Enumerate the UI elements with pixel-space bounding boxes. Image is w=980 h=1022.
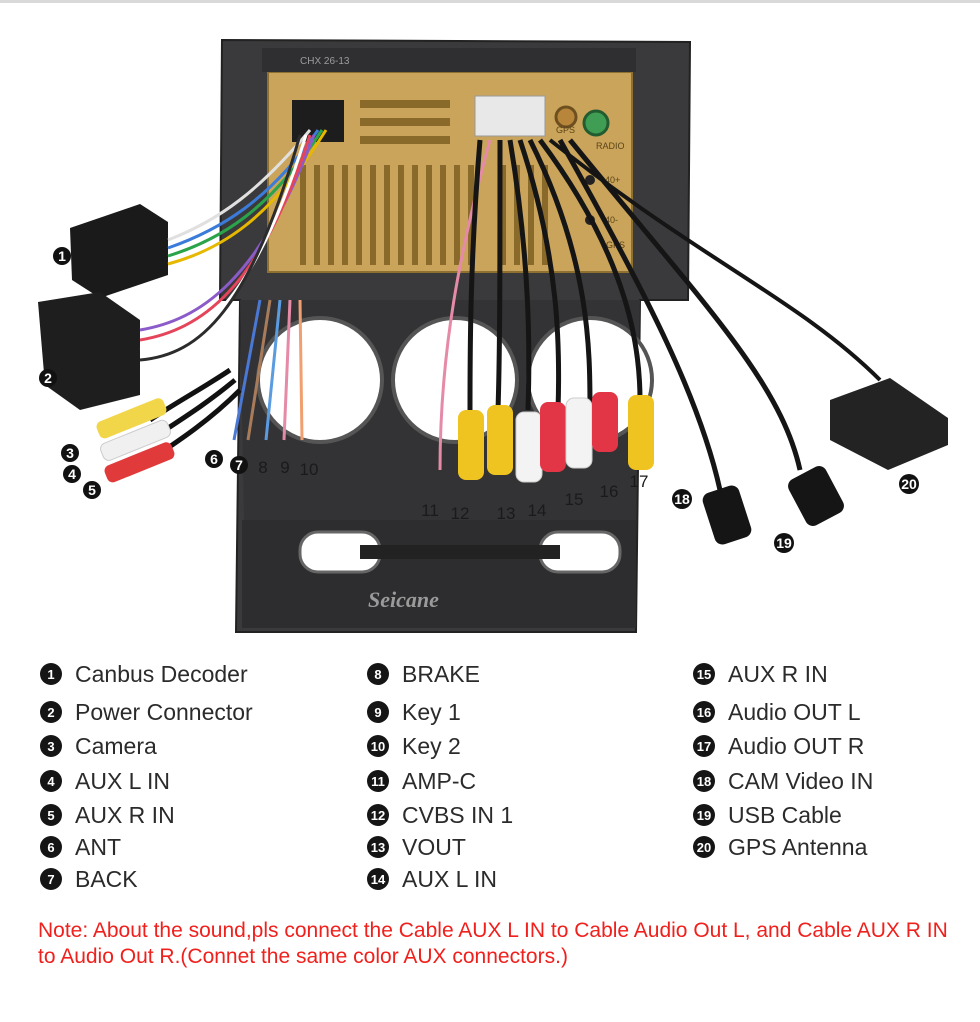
callout-3: 3 bbox=[61, 444, 79, 462]
svg-text:1: 1 bbox=[58, 248, 66, 264]
callout-15: 15 bbox=[565, 490, 584, 509]
canbus-decoder bbox=[70, 204, 168, 298]
rear-panel: CHX 26-13 GPS RADIO 40+ 40- GPS bbox=[262, 48, 636, 273]
gps-antenna bbox=[830, 378, 948, 470]
callout-12: 12 bbox=[451, 504, 470, 523]
rca-plug-row bbox=[458, 392, 654, 483]
rca-camera-plug bbox=[96, 398, 167, 439]
callout-5: 5 bbox=[83, 481, 101, 499]
callout-14: 14 bbox=[528, 501, 547, 520]
svg-text:5: 5 bbox=[88, 482, 96, 498]
callout-16: 16 bbox=[600, 482, 619, 501]
svg-text:7: 7 bbox=[235, 457, 243, 473]
product-photo: Seicane CHX 26-13 GPS RADIO 40+ 40- GPS bbox=[38, 38, 948, 633]
svg-text:18: 18 bbox=[674, 491, 690, 507]
callout-6: 6 bbox=[205, 450, 223, 468]
callout-4: 4 bbox=[63, 465, 81, 483]
callout-19: 19 bbox=[774, 533, 794, 553]
top-sticker: CHX 26-13 bbox=[300, 56, 350, 67]
sound-connection-note: Note: About the sound,pls connect the Ca… bbox=[38, 919, 948, 968]
rca-aux-r-plug bbox=[104, 442, 175, 483]
svg-text:40-: 40- bbox=[605, 215, 618, 225]
svg-text:20: 20 bbox=[901, 476, 917, 492]
svg-text:40+: 40+ bbox=[605, 175, 620, 185]
wire-harness bbox=[139, 129, 882, 491]
callout-13: 13 bbox=[497, 504, 516, 523]
usb-plugs bbox=[702, 466, 844, 545]
callout-11: 11 bbox=[421, 501, 439, 520]
svg-text:3: 3 bbox=[66, 445, 74, 461]
callout-17: 17 bbox=[630, 472, 649, 491]
callout-2: 2 bbox=[39, 369, 57, 387]
svg-text:GPS: GPS bbox=[556, 125, 575, 135]
svg-text:4: 4 bbox=[68, 466, 76, 482]
callout-10: 10 bbox=[300, 460, 319, 479]
svg-text:19: 19 bbox=[776, 535, 792, 551]
power-connector bbox=[38, 292, 140, 410]
callout-20: 20 bbox=[899, 474, 919, 494]
callout-7: 7 bbox=[230, 456, 248, 474]
svg-text:2: 2 bbox=[44, 370, 52, 386]
callout-1: 1 bbox=[53, 247, 71, 265]
rca-aux-l-plug bbox=[100, 419, 171, 461]
top-divider bbox=[0, 0, 980, 3]
svg-text:6: 6 bbox=[210, 451, 218, 467]
callout-9: 9 bbox=[280, 458, 289, 477]
brand-watermark: Seicane bbox=[368, 587, 439, 612]
callout-18: 18 bbox=[672, 489, 692, 509]
svg-text:RADIO: RADIO bbox=[596, 141, 625, 151]
callout-8: 8 bbox=[258, 458, 267, 477]
